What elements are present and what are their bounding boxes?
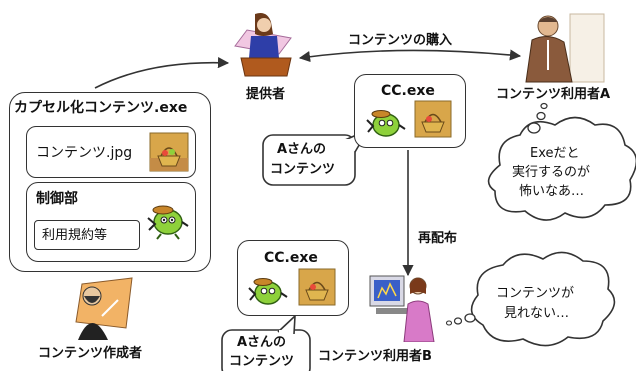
- capsule-title: カプセル化コンテンツ.exe: [14, 100, 188, 116]
- purchase-arrow: [298, 49, 522, 63]
- thought-b-line1: コンテンツが: [496, 286, 575, 301]
- thought-bubble-b: [445, 251, 616, 347]
- control-title: 制御部: [36, 191, 78, 207]
- redistribute-label: 再配布: [418, 231, 458, 246]
- frog-mascot-icon: [147, 205, 189, 240]
- terms-label: 利用規約等: [42, 228, 108, 243]
- frog-mascot-icon: [248, 278, 288, 305]
- thought-bubble-a: [487, 102, 636, 221]
- user-a-label: コンテンツ利用者A: [496, 87, 611, 102]
- callout-bottom-line1: Aさんの: [237, 335, 287, 350]
- terms-box: [34, 220, 140, 250]
- basket-picture-icon: [298, 268, 336, 306]
- person-icon: [234, 13, 292, 77]
- user-b-label: コンテンツ利用者B: [318, 349, 432, 364]
- callout-top-line1: Aさんの: [277, 142, 327, 157]
- callout-bottom-line2: コンテンツ: [229, 354, 295, 369]
- provider-label: 提供者: [246, 87, 286, 102]
- basket-picture-icon: [414, 100, 452, 138]
- content-file-label: コンテンツ.jpg: [36, 145, 133, 161]
- creator-label: コンテンツ作成者: [38, 346, 143, 361]
- capsule-to-provider-arrow: [94, 57, 230, 89]
- cc-exe-label-bottom: CC.exe: [264, 250, 318, 266]
- person-icon: [75, 277, 133, 340]
- callout-bottom: [221, 314, 311, 371]
- callout-top-line2: コンテンツ: [270, 162, 336, 177]
- thought-a-line3: 怖いなあ…: [519, 184, 585, 199]
- thought-a-line2: 実行するのが: [512, 165, 591, 180]
- person-icon: [369, 275, 435, 342]
- cc-exe-label-top: CC.exe: [381, 83, 435, 99]
- basket-picture-icon: [149, 132, 189, 172]
- thought-a-line1: Exeだと: [530, 146, 580, 161]
- purchase-label: コンテンツの購入: [348, 33, 453, 48]
- person-icon: [525, 13, 605, 83]
- frog-mascot-icon: [366, 110, 406, 137]
- thought-b-line2: 見れない…: [504, 306, 570, 321]
